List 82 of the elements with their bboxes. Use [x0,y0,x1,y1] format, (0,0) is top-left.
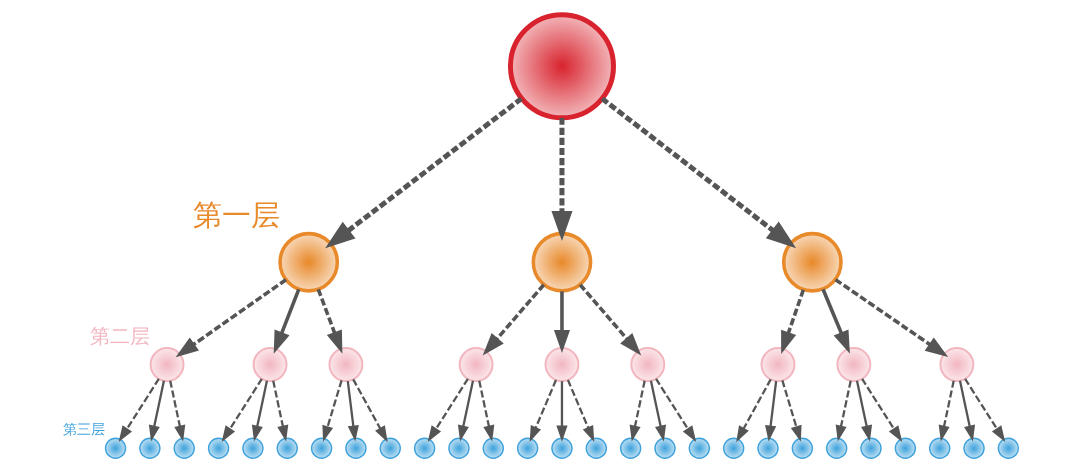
node-person [516,437,538,459]
arrow [148,380,165,441]
arrow [578,283,641,355]
arrow [168,380,185,441]
arrow [654,377,696,442]
node-person [531,231,592,293]
arrow [764,380,777,442]
node-person [379,437,401,459]
node-label: 第一层 [192,197,280,232]
node-person [482,437,504,459]
arrow [735,378,772,442]
arrow [780,288,805,354]
arrow [175,277,287,357]
node-person [241,437,264,459]
arrow [324,96,523,248]
node-person [327,346,363,382]
arrow [529,379,557,442]
arrow [316,288,342,354]
arrow [820,288,850,354]
node-person [781,231,843,293]
arrow [351,378,388,442]
node-person [252,346,288,382]
arrow [273,288,300,354]
node-person [276,437,298,459]
arrow [780,379,802,442]
arrow [271,380,288,441]
arrow [855,380,872,441]
node-person [835,346,871,382]
arrow [251,380,268,441]
node-person [688,437,710,459]
arrow [834,277,948,357]
arrow [457,380,474,441]
arrow [221,377,263,442]
arrow [321,379,343,442]
arrow [860,377,902,442]
arrow [649,380,666,441]
node-person [413,437,435,459]
node-person [138,437,161,459]
arrow [958,380,975,441]
node-person [962,437,985,459]
arrow [553,290,570,353]
arrow [566,379,594,442]
node-person [277,231,339,293]
node-person [344,437,367,459]
arrow [346,380,359,442]
node-person [760,346,795,382]
node-label: 第二层 [89,323,150,348]
node-person [997,437,1019,459]
node-person [458,346,494,382]
arrow [938,380,955,441]
node-person [550,437,573,459]
node-person [207,437,229,459]
node-person [928,437,950,459]
arrow [600,96,796,248]
node-person [859,437,882,459]
node-person [825,437,847,459]
arrow [555,380,568,442]
node-label: 第三层 [62,420,105,437]
node-person [629,346,665,382]
node-person [791,437,813,459]
arrow [550,117,572,241]
node-person [585,437,607,459]
node-person [653,437,676,459]
node-person [619,437,641,459]
node-person [173,437,195,459]
node-person [756,437,779,459]
arrow [482,283,545,355]
arrow [118,377,160,442]
arrow [963,377,1005,442]
node-person [544,346,579,382]
node-person [507,11,616,120]
arrow [477,380,494,441]
node-person [938,346,974,382]
arrow [427,377,469,442]
node-person [722,437,744,459]
node-person [149,346,184,382]
node-person [104,437,126,459]
node-person [894,437,916,459]
node-person [447,437,470,459]
node-person [310,437,332,459]
arrow [835,380,852,441]
arrow [629,380,646,441]
